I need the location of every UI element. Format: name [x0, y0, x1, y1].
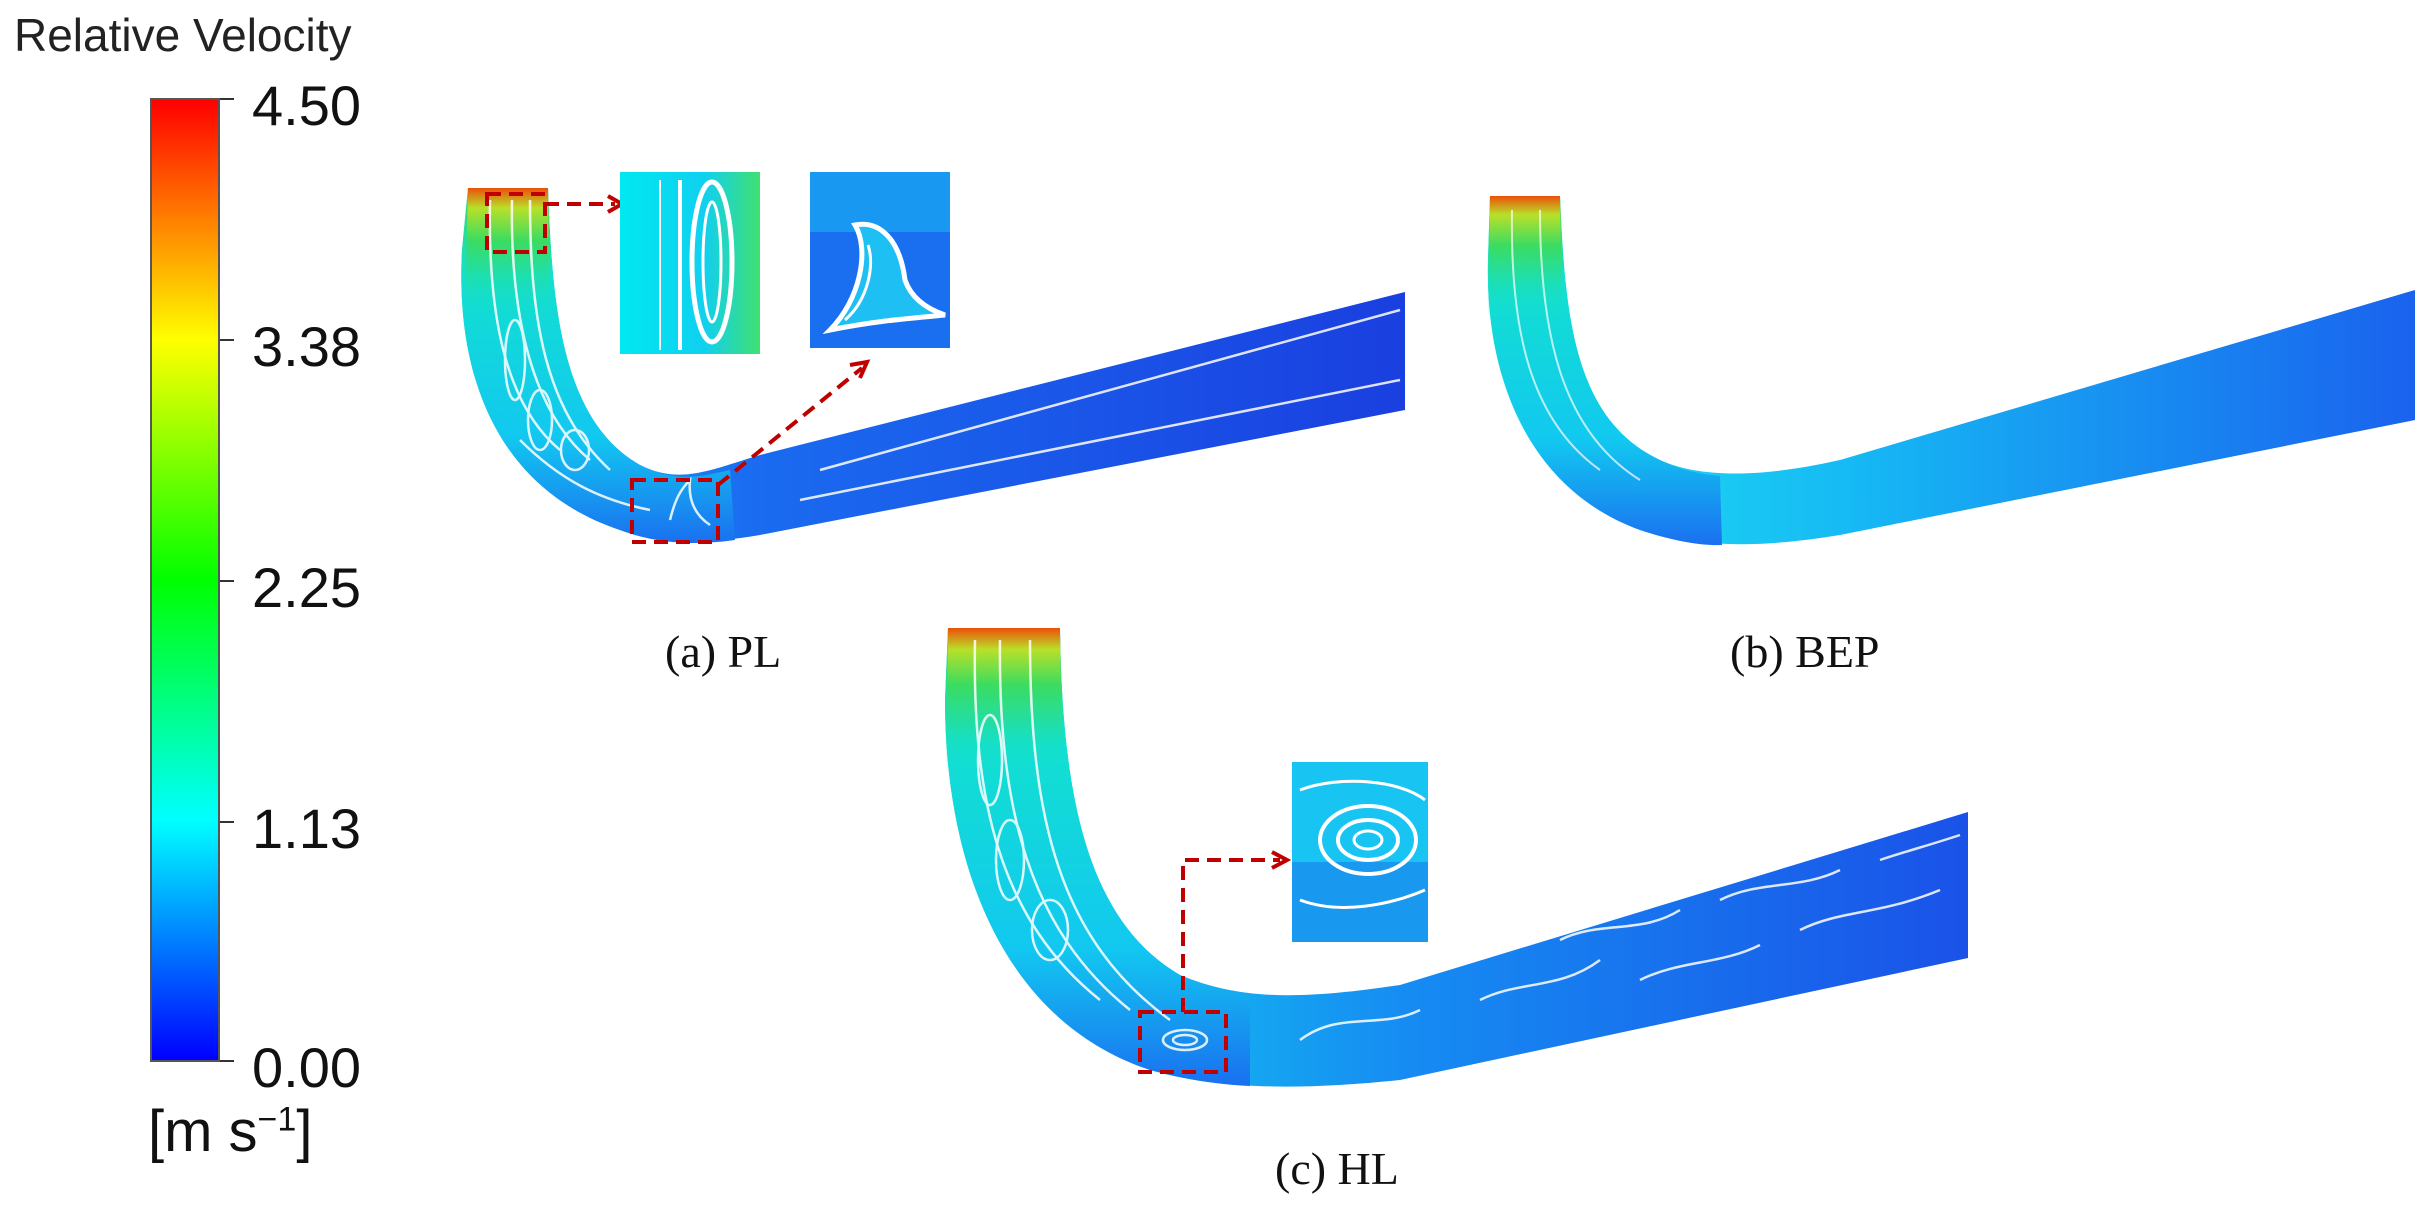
unit-label: [m s−1] — [148, 1099, 313, 1164]
tick-mark — [220, 821, 234, 823]
tick-label-min: 0.00 — [252, 1036, 361, 1099]
legend-title: Relative Velocity — [14, 9, 352, 61]
tick-label-max: 4.50 — [252, 74, 361, 137]
panel-b-channel — [1487, 196, 2415, 546]
streamlines-c — [973, 639, 1961, 1052]
panel-c-channel — [945, 628, 1968, 1087]
callout-arrow-bend — [716, 366, 864, 487]
inset-a2 — [810, 172, 950, 348]
tick-mark — [220, 98, 234, 100]
channel-b-inlet — [1488, 196, 1562, 320]
callout-arrowhead — [1271, 850, 1292, 870]
callout-box-inlet — [485, 192, 547, 254]
caption-panel-a: (a) PL — [665, 626, 782, 677]
tick-mark — [220, 580, 234, 582]
inset-c — [1292, 762, 1428, 942]
channel-a-body — [461, 188, 1405, 542]
callout-box-vortex — [1138, 1010, 1228, 1074]
tick-label: 2.25 — [252, 556, 361, 619]
channel-b-body — [1487, 196, 2415, 545]
caption-panel-c: (c) HL — [1275, 1143, 1399, 1194]
streamlines-a — [488, 199, 1401, 527]
callout-box-bend — [630, 478, 720, 544]
callout-arrow-vortex — [1181, 858, 1280, 1012]
colorbar — [150, 98, 220, 1062]
channel-c-body — [945, 628, 1968, 1087]
tick-mark — [220, 1060, 234, 1062]
tick-label: 1.13 — [252, 797, 361, 860]
tick-mark — [220, 339, 234, 341]
inset-a1 — [620, 172, 760, 354]
tick-label: 3.38 — [252, 315, 361, 378]
streamlines-b — [1510, 209, 1641, 481]
caption-panel-b: (b) BEP — [1730, 626, 1880, 677]
callout-arrowhead — [849, 359, 871, 379]
panel-c-callouts — [1138, 850, 1292, 1074]
